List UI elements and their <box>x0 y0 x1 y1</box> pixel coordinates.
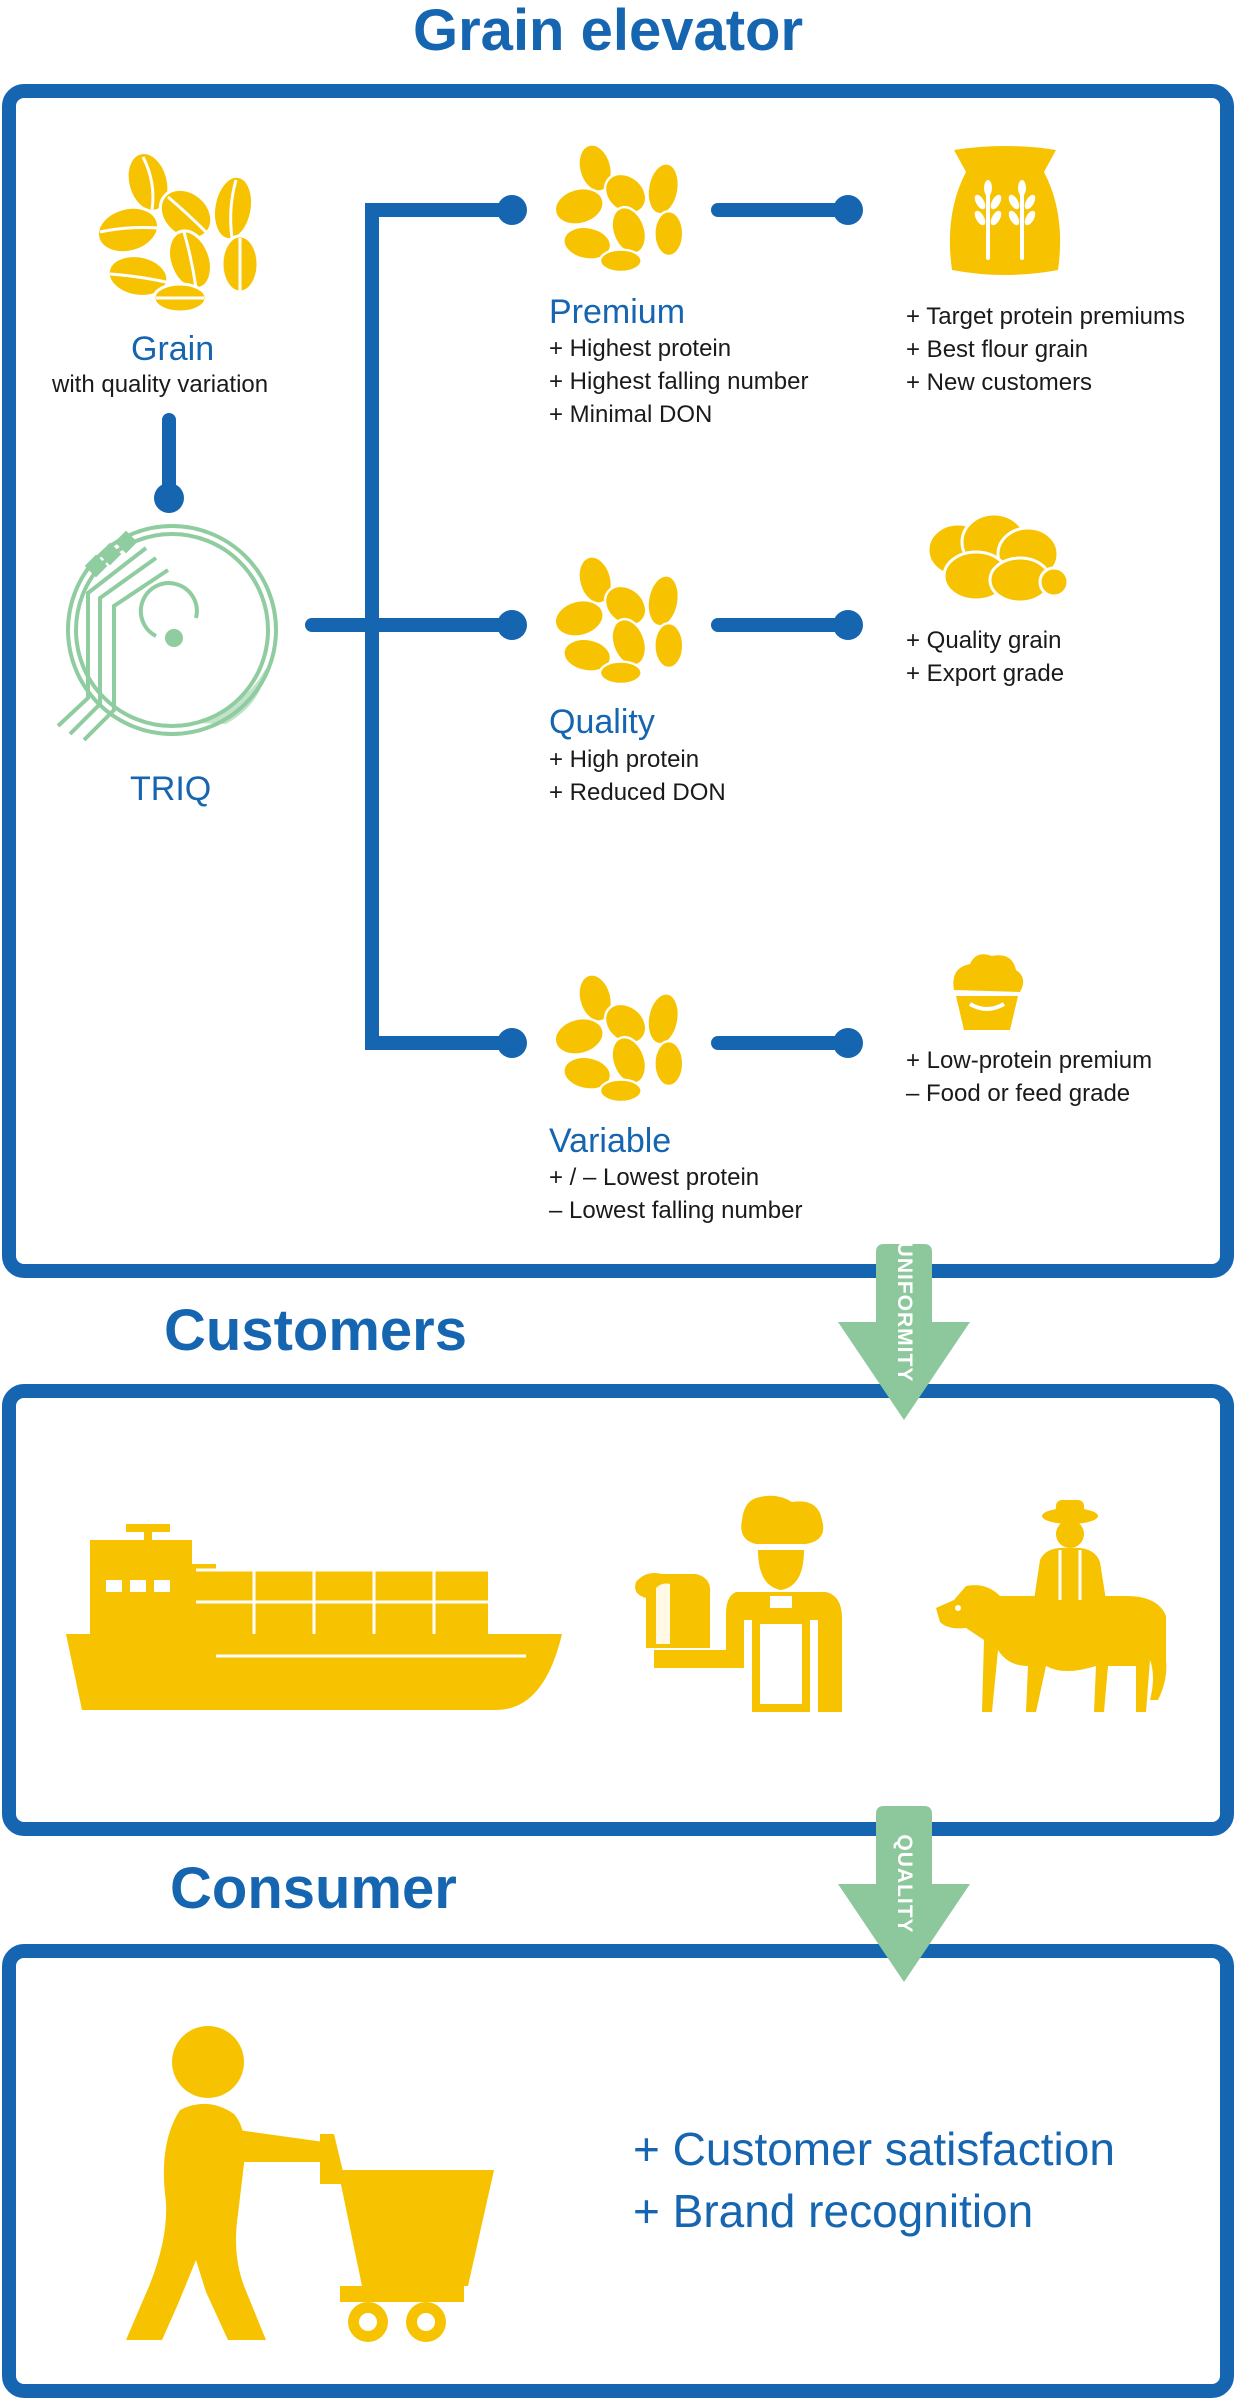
triq-device-icon <box>56 524 278 742</box>
trait: + Reduced DON <box>549 779 726 806</box>
quality-grain-icon <box>553 555 685 686</box>
tier-connectors <box>154 195 863 1058</box>
quality-arrow-label: QUALITY <box>893 1834 916 1934</box>
consumer-title: Consumer <box>170 1856 457 1921</box>
trait: + / – Lowest protein <box>549 1164 760 1191</box>
bread-loaf-icon <box>926 512 1070 604</box>
shopper-with-cart-icon <box>126 2026 494 2342</box>
tier-quality-traits: + High protein + Reduced DON <box>549 743 726 809</box>
benefit: + Low-protein premium <box>906 1047 1153 1074</box>
uniformity-arrow-icon <box>838 1244 970 1420</box>
variable-benefits: + Low-protein premium – Food or feed gra… <box>906 1044 1152 1110</box>
grain-elevator-title: Grain elevator <box>413 0 804 63</box>
trait: + Highest protein <box>549 335 732 362</box>
baker-icon <box>635 1495 842 1712</box>
variable-grain-icon <box>553 973 685 1104</box>
grain-title: Grain <box>131 330 215 368</box>
quality-arrow-icon <box>838 1806 970 1982</box>
farmer-with-cow-icon <box>936 1500 1167 1712</box>
tier-variable-name: Variable <box>549 1122 672 1160</box>
flour-sack-icon <box>949 146 1061 275</box>
cargo-ship-icon <box>66 1524 562 1710</box>
customers-title: Customers <box>164 1298 467 1363</box>
benefit: + Export grade <box>906 660 1065 687</box>
tier-premium-traits: + Highest protein + Highest falling numb… <box>549 332 808 431</box>
trait: + Highest falling number <box>549 368 809 395</box>
trait: – Lowest falling number <box>549 1197 803 1224</box>
trait: + High protein <box>549 746 700 773</box>
premium-benefits: + Target protein premiums + Best flour g… <box>906 300 1185 399</box>
grain-cluster-icon <box>96 151 260 314</box>
grain-subtitle: with quality variation <box>52 371 269 398</box>
quality-benefits: + Quality grain + Export grade <box>906 624 1064 690</box>
consumer-benefit: + Brand recognition <box>633 2185 1034 2237</box>
trait: + Minimal DON <box>549 401 713 428</box>
tier-premium-name: Premium <box>549 293 686 331</box>
benefit: – Food or feed grade <box>906 1080 1131 1107</box>
consumer-benefits: + Customer satisfaction + Brand recognit… <box>633 2118 1115 2242</box>
tier-variable-traits: + / – Lowest protein – Lowest falling nu… <box>549 1161 802 1227</box>
tier-quality-name: Quality <box>549 703 655 741</box>
benefit: + Target protein premiums <box>906 303 1186 330</box>
consumer-benefit: + Customer satisfaction <box>633 2123 1115 2175</box>
benefit: + New customers <box>906 369 1093 396</box>
triq-label: TRIQ <box>130 770 212 808</box>
uniformity-label: UNIFORMITY <box>893 1241 916 1383</box>
benefit: + Best flour grain <box>906 336 1089 363</box>
benefit: + Quality grain <box>906 627 1062 654</box>
premium-grain-icon <box>553 143 685 274</box>
cupcake-icon <box>953 954 1024 1030</box>
